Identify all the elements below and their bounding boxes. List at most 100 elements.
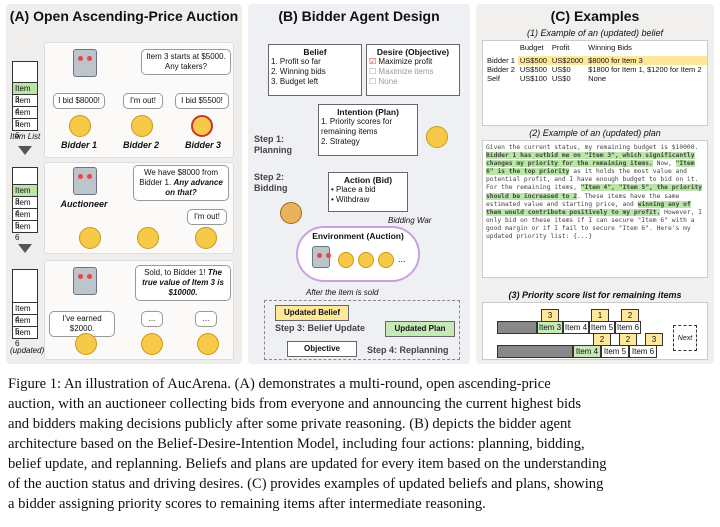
msg-italic: Any advance on that? <box>165 178 223 197</box>
auctioneer-bubble: Item 3 starts at $5000. Any takers? <box>141 49 231 75</box>
item-stack-3: Item 4 Item 5 Item 6 <box>12 269 38 348</box>
bidding-cycle-icon <box>280 202 302 224</box>
plan-segment: Given the current status, my remaining b… <box>486 144 699 151</box>
priority-item: Item 4 <box>573 345 601 358</box>
updated-belief-box: Updated Belief <box>275 305 349 321</box>
msg-italic: The true value of Item 3 is $10000. <box>142 268 224 297</box>
bid-bubble: I'm out! <box>123 93 163 109</box>
msg-plain: We have $8000 from Bidder 1. <box>139 168 219 187</box>
caption-line: auction, with an auctioneer collecting b… <box>8 396 582 412</box>
desire-item: ☐ None <box>369 77 398 86</box>
env-dots: ... <box>398 254 406 264</box>
action-item: • Place a bid <box>331 185 376 194</box>
belief-example-title: (1) Example of an (updated) belief <box>526 28 664 38</box>
bidder-face-icon <box>131 115 153 137</box>
auctioneer-robot-icon <box>73 49 97 77</box>
bid-bubble: I bid $8000! <box>53 93 105 109</box>
bidder-label: Bidder 2 <box>122 140 159 150</box>
priority-item: Item 4 <box>563 321 589 334</box>
figure-caption: Figure 1: An illustration of AucArena. (… <box>8 374 714 514</box>
action-title: Action (Bid) <box>343 175 393 185</box>
item-stack-1: Item 3 Item 4 Item 5 Item 6 <box>12 61 38 140</box>
table-row: Bidder 2 US$500 US$0 $1800 for Item 1, $… <box>487 65 702 74</box>
priority-item: Item 5 <box>601 345 629 358</box>
table-row: Self US$100 US$0 None <box>487 74 607 83</box>
caption-line: belief update, and replanning. Beliefs a… <box>8 456 607 472</box>
bidder-face-icon <box>191 115 213 137</box>
table-header: Winning Bids <box>588 43 632 52</box>
bidder-face-icon <box>358 252 374 268</box>
priority-item: Item 5 <box>589 321 615 334</box>
update-region: Updated Belief Step 3: Belief Update Upd… <box>264 300 460 360</box>
auctioneer-robot-icon <box>312 246 330 268</box>
desire-box: Desire (Objective) ☑ Maximize profit ☐ M… <box>366 44 460 96</box>
desire-item: ☐ Maximize items <box>369 67 434 76</box>
bidding-war-label: Bidding War <box>388 216 432 225</box>
caption-line: Figure 1: An illustration of AucArena. (… <box>8 376 551 392</box>
stack-item: Item 6 <box>12 326 38 348</box>
intention-item: 1. Priority scores for remaining items <box>321 117 393 136</box>
checkbox-checked-icon: ☑ <box>369 57 377 66</box>
reply-bubble: I'm out! <box>187 209 227 225</box>
plan-segment: Now, <box>652 160 676 168</box>
next-label: Next <box>673 325 697 351</box>
bidder-face-icon <box>197 333 219 355</box>
caption-line: architecture based on the Belief-Desire-… <box>8 436 585 452</box>
bidder-label: Bidder 3 <box>184 140 221 150</box>
item-list-label: Item List <box>10 132 41 141</box>
plan-segment: . These items have the same estimated va… <box>486 192 680 208</box>
bidder-face-icon <box>338 252 354 268</box>
auctioneer-label: Auctioneer <box>60 199 108 209</box>
panel-a-title: (A) Open Ascending-Price Auction <box>9 8 239 24</box>
panel-agent-design: (B) Bidder Agent Design Belief 1. Profit… <box>248 4 470 364</box>
desire-item: ☑ Maximize profit <box>369 57 433 66</box>
environment-title: Environment (Auction) <box>312 231 404 241</box>
priority-empty <box>497 321 537 334</box>
arrow-down-icon <box>18 244 32 253</box>
plan-segment: Here's my updated priority list: {...} <box>486 224 691 241</box>
step2-label: Step 2: Bidding <box>254 172 288 193</box>
round-3: Sold, to Bidder 1! The true value of Ite… <box>44 260 234 360</box>
table-header: Budget <box>519 43 544 52</box>
belief-title: Belief <box>303 47 327 57</box>
after-sold-label: After the item is sold <box>306 288 379 297</box>
plan-example-title: (2) Example of an (updated) plan <box>529 128 661 138</box>
belief-item: 3. Budget left <box>271 77 319 86</box>
belief-table: Budget Profit Winning Bids Bidder 1 US$5… <box>485 43 707 83</box>
plan-segment: However, I only bid on these items if I … <box>486 208 703 232</box>
stack-item: Item 6 <box>12 220 38 242</box>
round-1: Item 3 starts at $5000. Any takers? I bi… <box>44 42 234 158</box>
bidder-face-icon <box>141 333 163 355</box>
intention-box: Intention (Plan) 1. Priority scores for … <box>318 104 418 156</box>
belief-box: Belief 1. Profit so far 2. Winning bids … <box>268 44 362 96</box>
action-box: Action (Bid) • Place a bid • Withdraw <box>328 172 408 212</box>
bidder-face-icon <box>137 227 159 249</box>
auctioneer-bubble: We have $8000 from Bidder 1. Any advance… <box>133 165 229 201</box>
bidder-face-icon <box>195 227 217 249</box>
arrow-down-icon <box>18 146 32 155</box>
caption-line: of the auction status and driving desire… <box>8 476 604 492</box>
msg-plain: Sold, to Bidder 1! <box>144 268 206 277</box>
step1-label: Step 1: Planning <box>254 134 292 155</box>
priority-item: Item 3 <box>537 321 563 334</box>
bidder-face-icon <box>75 333 97 355</box>
belief-item: 1. Profit so far <box>271 57 321 66</box>
bid-bubble: I bid $5500! <box>175 93 229 109</box>
auctioneer-robot-icon <box>73 267 97 295</box>
plan-highlight: Bidder 1 has outbid me on "Item 3", whic… <box>486 152 695 168</box>
item-stack-2: Item 3 Item 4 Item 5 Item 6 <box>12 167 38 242</box>
bidder-face-icon <box>378 252 394 268</box>
bidder-label: Bidder 1 <box>60 140 97 150</box>
priority-list-box: 3 1 2 Item 3 Item 4 Item 5 Item 6 2 2 3 … <box>482 302 708 360</box>
priority-item: Item 6 <box>629 345 657 358</box>
panel-auction: (A) Open Ascending-Price Auction Item 3 … <box>6 4 242 364</box>
caption-line: a bidder assigning priority scores to re… <box>8 496 486 512</box>
table-header: Profit <box>551 43 570 52</box>
auctioneer-robot-icon <box>73 167 97 195</box>
agent-face-icon <box>426 126 448 148</box>
stack-item: Item 6 <box>12 118 38 140</box>
plan-text: Given the current status, my remaining b… <box>486 144 704 241</box>
step3-label: Step 3: Belief Update <box>275 323 366 333</box>
bidder-face-icon <box>69 115 91 137</box>
belief-item: 2. Winning bids <box>271 67 326 76</box>
